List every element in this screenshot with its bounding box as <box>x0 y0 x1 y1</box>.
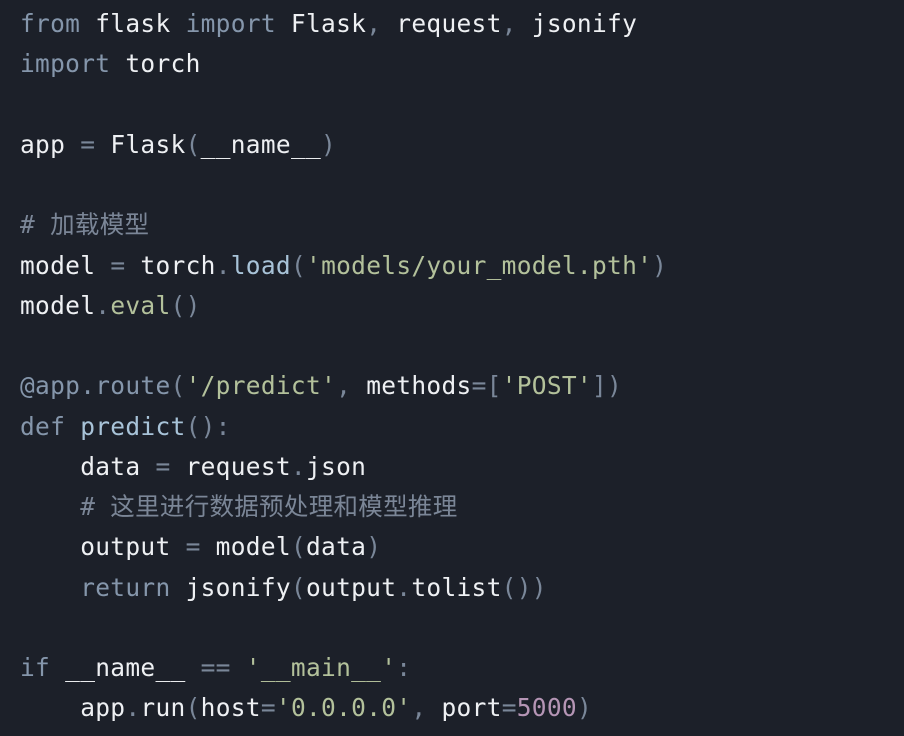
token-keyword: return <box>20 572 171 602</box>
token-punctuation: . <box>290 451 306 481</box>
code-line <box>20 85 667 125</box>
token-punctuation: . <box>125 693 141 723</box>
token-punctuation: ( <box>290 532 306 562</box>
token-number: 5000 <box>516 693 577 723</box>
token-punctuation: ( <box>185 693 201 723</box>
token-punctuation: = <box>110 250 126 280</box>
code-line: data = request.json <box>20 447 667 487</box>
token-string: eval <box>110 290 171 320</box>
token-identifier: tolist <box>411 572 502 602</box>
token-punctuation: ( <box>290 572 306 602</box>
token-punctuation: , <box>411 693 427 723</box>
token-punctuation: ( <box>170 371 186 401</box>
token-punctuation: ) <box>576 693 593 723</box>
token-punctuation: () <box>170 290 201 320</box>
token-punctuation: (): <box>185 411 231 441</box>
token-keyword: import <box>20 49 111 79</box>
code-line: @app.route('/predict', methods=['POST']) <box>20 366 667 406</box>
code-line <box>20 608 667 648</box>
token-identifier: data <box>306 532 367 562</box>
token-identifier: jsonify <box>516 9 638 38</box>
token-identifier: methods <box>351 371 472 401</box>
token-identifier: Flask <box>95 129 186 159</box>
code-line: import torch <box>20 44 667 84</box>
code-line: model.eval() <box>20 286 667 326</box>
code-block: from flask import Flask, request, jsonif… <box>20 4 667 729</box>
code-line <box>20 326 667 366</box>
token-keyword: def <box>20 411 66 441</box>
code-line: model = torch.load('models/your_model.pt… <box>20 246 667 286</box>
code-line: from flask import Flask, request, jsonif… <box>20 4 667 44</box>
token-string: '0.0.0.0' <box>275 693 412 723</box>
token-string: '/predict' <box>185 371 337 401</box>
code-line: # 加载模型 <box>20 205 667 245</box>
code-line: # 这里进行数据预处理和模型推理 <box>20 487 667 527</box>
token-identifier: model <box>20 290 96 320</box>
token-punctuation: = <box>185 532 201 562</box>
token-identifier: host <box>200 693 261 723</box>
token-punctuation: ) <box>652 250 668 280</box>
code-line: return jsonify(output.tolist()) <box>20 568 667 608</box>
token-punctuation: ( <box>290 250 307 280</box>
token-identifier: request <box>170 451 291 481</box>
token-punctuation: ()) <box>501 572 547 602</box>
code-line <box>20 165 667 205</box>
token-punctuation: , <box>336 371 352 401</box>
token-punctuation: ]) <box>591 371 623 401</box>
token-keyword: from <box>20 9 81 38</box>
token-identifier: flask <box>80 9 186 38</box>
token-punctuation: =[ <box>471 371 502 401</box>
token-identifier: request <box>381 9 502 38</box>
token-decorator: @app.route <box>20 371 171 401</box>
token-string: 'POST' <box>501 371 592 401</box>
token-punctuation: . <box>215 250 231 280</box>
token-identifier: output <box>20 532 186 562</box>
code-line: app = Flask(__name__) <box>20 125 667 165</box>
token-keyword: if <box>20 653 51 682</box>
token-comment: # 这里进行数据预处理和模型推理 <box>20 492 458 521</box>
code-line: def predict(): <box>20 407 667 447</box>
token-identifier: __name__ <box>50 653 201 682</box>
token-identifier: app <box>20 693 126 723</box>
token-string: 'models/your_model.pth' <box>306 250 653 280</box>
token-punctuation: ) <box>366 532 382 562</box>
token-punctuation: , <box>501 9 517 38</box>
token-punctuation: , <box>366 9 382 38</box>
token-identifier: data <box>20 451 156 481</box>
token-identifier: port <box>426 693 502 723</box>
token-identifier: jsonify <box>170 572 291 602</box>
token-identifier: Flask <box>275 9 367 38</box>
token-identifier: __name__ <box>200 129 322 159</box>
token-punctuation: = <box>80 129 96 159</box>
token-punctuation: = <box>155 451 171 481</box>
token-identifier: json <box>305 451 367 481</box>
token-comment: # 加载模型 <box>20 210 150 240</box>
token-punctuation: : <box>396 653 412 682</box>
code-line: output = model(data) <box>20 527 667 567</box>
token-punctuation: = <box>501 693 517 723</box>
token-punctuation: . <box>95 290 111 320</box>
token-identifier: app <box>20 129 81 159</box>
token-keyword: import <box>185 9 276 38</box>
token-function-name: load <box>230 250 291 280</box>
token-punctuation: ( <box>185 129 201 159</box>
token-identifier: model <box>20 250 111 280</box>
token-identifier: model <box>200 532 291 562</box>
token-string: '__main__' <box>230 653 397 682</box>
token-identifier: torch <box>125 250 216 280</box>
token-punctuation: == <box>200 653 231 682</box>
code-line: if __name__ == '__main__': <box>20 648 667 688</box>
token-function-name: predict <box>65 411 186 441</box>
token-punctuation: . <box>396 572 412 602</box>
token-identifier: output <box>305 572 397 602</box>
code-line: app.run(host='0.0.0.0', port=5000) <box>20 688 667 728</box>
token-punctuation: = <box>260 693 276 723</box>
token-identifier: run <box>140 693 186 723</box>
token-identifier: torch <box>110 49 201 79</box>
token-punctuation: ) <box>321 129 337 159</box>
